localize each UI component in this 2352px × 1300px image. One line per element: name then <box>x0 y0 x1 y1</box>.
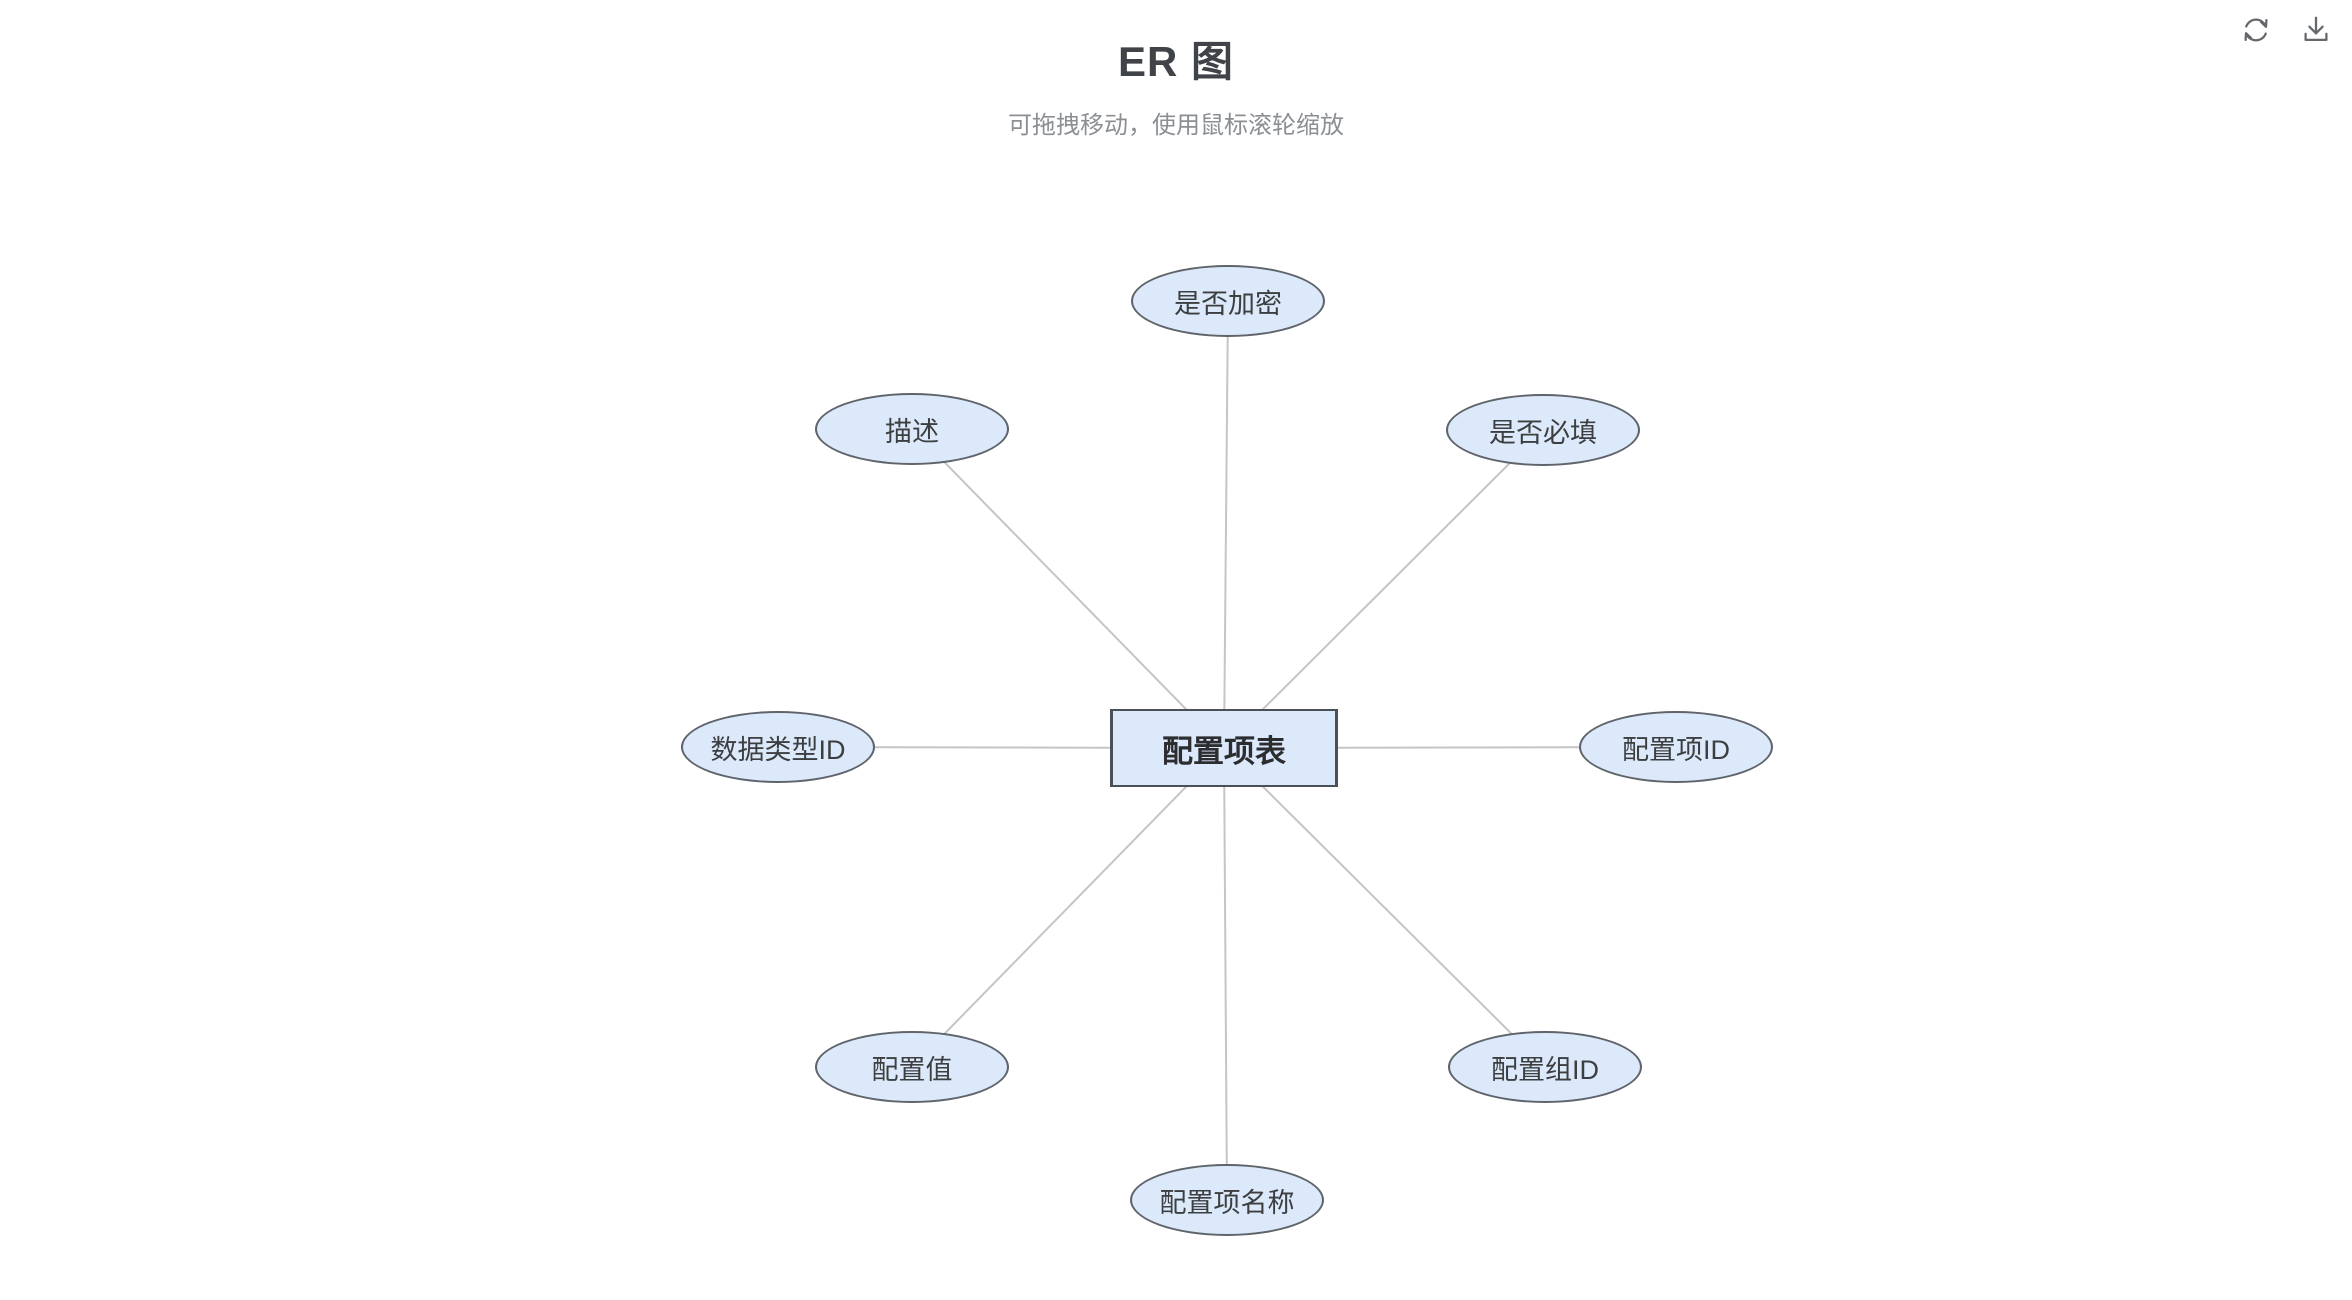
download-icon <box>2299 13 2333 47</box>
attribute-node[interactable]: 配置项名称 <box>1130 1164 1324 1236</box>
attribute-node[interactable]: 是否加密 <box>1131 265 1325 337</box>
entity-node[interactable]: 配置项表 <box>1110 709 1338 787</box>
toolbar <box>2234 8 2338 52</box>
relationship-edge <box>1223 747 1228 1201</box>
relationship-edge <box>1223 300 1229 749</box>
relationship-edge <box>911 428 1225 749</box>
relationship-edge <box>911 747 1225 1068</box>
attribute-node[interactable]: 配置组ID <box>1448 1031 1642 1103</box>
refresh-icon <box>2239 13 2273 47</box>
attribute-node[interactable]: 配置值 <box>815 1031 1009 1103</box>
attribute-node[interactable]: 数据类型ID <box>681 711 875 783</box>
refresh-button[interactable] <box>2234 8 2278 52</box>
attribute-node[interactable]: 描述 <box>815 393 1009 465</box>
attribute-node[interactable]: 是否必填 <box>1446 394 1640 466</box>
relationship-edge <box>1223 747 1546 1068</box>
relationship-edge <box>1223 429 1544 749</box>
download-button[interactable] <box>2294 8 2338 52</box>
attribute-node[interactable]: 配置项ID <box>1579 711 1773 783</box>
